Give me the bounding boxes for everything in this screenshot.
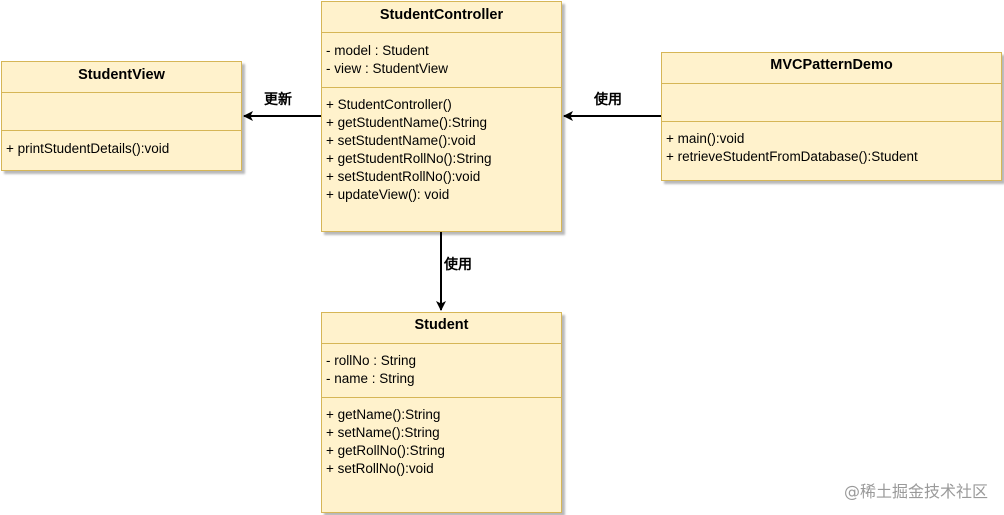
watermark: @稀土掘金技术社区	[843, 482, 988, 501]
class-student[interactable]: Student - rollNo : String - name : Strin…	[321, 312, 562, 513]
method: + retrieveStudentFromDatabase():Student	[666, 149, 918, 164]
class-name: StudentView	[2, 62, 241, 93]
edge-label-use-demo: 使用	[592, 91, 624, 109]
attribute: - model : Student	[326, 43, 429, 58]
edge-label-use-student: 使用	[442, 256, 474, 274]
method: + getStudentRollNo():String	[326, 151, 492, 166]
attribute: - name : String	[326, 371, 415, 386]
class-name: MVCPatternDemo	[662, 53, 1001, 84]
methods-compartment: + main():void + retrieveStudentFromDatab…	[662, 121, 1001, 180]
class-student-controller[interactable]: StudentController - model : Student - vi…	[321, 1, 562, 232]
method: + setStudentRollNo():void	[326, 169, 481, 184]
class-name: StudentController	[322, 2, 561, 33]
methods-compartment: + getName():String + setName():String + …	[322, 397, 561, 512]
method: + updateView(): void	[326, 187, 450, 202]
method: + getName():String	[326, 407, 441, 422]
attributes-compartment: - model : Student - view : StudentView	[322, 33, 561, 87]
method: + setRollNo():void	[326, 461, 434, 476]
class-mvc-pattern-demo[interactable]: MVCPatternDemo + main():void + retrieveS…	[661, 52, 1002, 181]
edge-label-update: 更新	[262, 91, 294, 109]
method: + printStudentDetails():void	[6, 141, 170, 156]
method: + setName():String	[326, 425, 440, 440]
attributes-compartment: - rollNo : String - name : String	[322, 344, 561, 397]
method: + setStudentName():void	[326, 133, 476, 148]
methods-compartment: + printStudentDetails():void	[2, 130, 241, 170]
attribute: - rollNo : String	[326, 353, 417, 368]
attribute: - view : StudentView	[326, 61, 449, 76]
method: + getRollNo():String	[326, 443, 445, 458]
method: + getStudentName():String	[326, 115, 487, 130]
method: + StudentController()	[326, 97, 452, 112]
attributes-compartment	[662, 84, 1001, 121]
class-name: Student	[322, 313, 561, 344]
attributes-compartment	[2, 93, 241, 130]
method: + main():void	[666, 131, 745, 146]
class-student-view[interactable]: StudentView + printStudentDetails():void	[1, 61, 242, 171]
methods-compartment: + StudentController() + getStudentName()…	[322, 87, 561, 231]
